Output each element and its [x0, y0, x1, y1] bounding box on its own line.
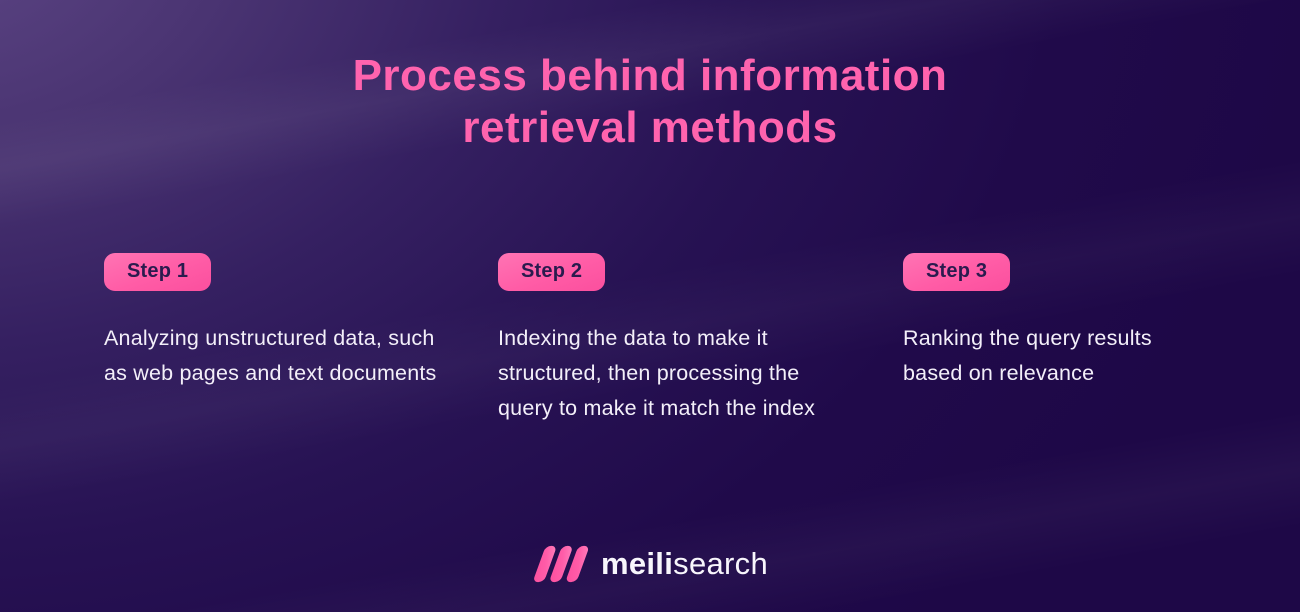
- step-1-badge: Step 1: [104, 253, 212, 291]
- page-title: Process behind information retrieval met…: [0, 50, 1300, 154]
- wordmark-meili: meili: [600, 546, 674, 581]
- step-3-description: Ranking the query results based on relev…: [903, 326, 1152, 385]
- step-1-column: Step 1 Analyzing unstructured data, such…: [104, 253, 449, 391]
- step-1-description: Analyzing unstructured data, such as web…: [104, 326, 437, 385]
- meilisearch-logo-icon: [534, 545, 589, 583]
- step-3-column: Step 3 Ranking the query results based o…: [903, 253, 1203, 391]
- step-2-badge: Step 2: [498, 253, 606, 291]
- step-3-badge: Step 3: [903, 253, 1011, 291]
- step-2-column: Step 2 Indexing the data to make it stru…: [498, 253, 828, 426]
- wordmark-search: search: [673, 546, 768, 581]
- page-title-line-1: Process behind information: [352, 51, 948, 100]
- meilisearch-wordmark: meilisearch: [601, 543, 768, 585]
- meilisearch-logo: meilisearch: [0, 543, 1300, 585]
- step-2-description: Indexing the data to make it structured,…: [498, 326, 816, 420]
- page-title-line-2: retrieval methods: [462, 103, 838, 152]
